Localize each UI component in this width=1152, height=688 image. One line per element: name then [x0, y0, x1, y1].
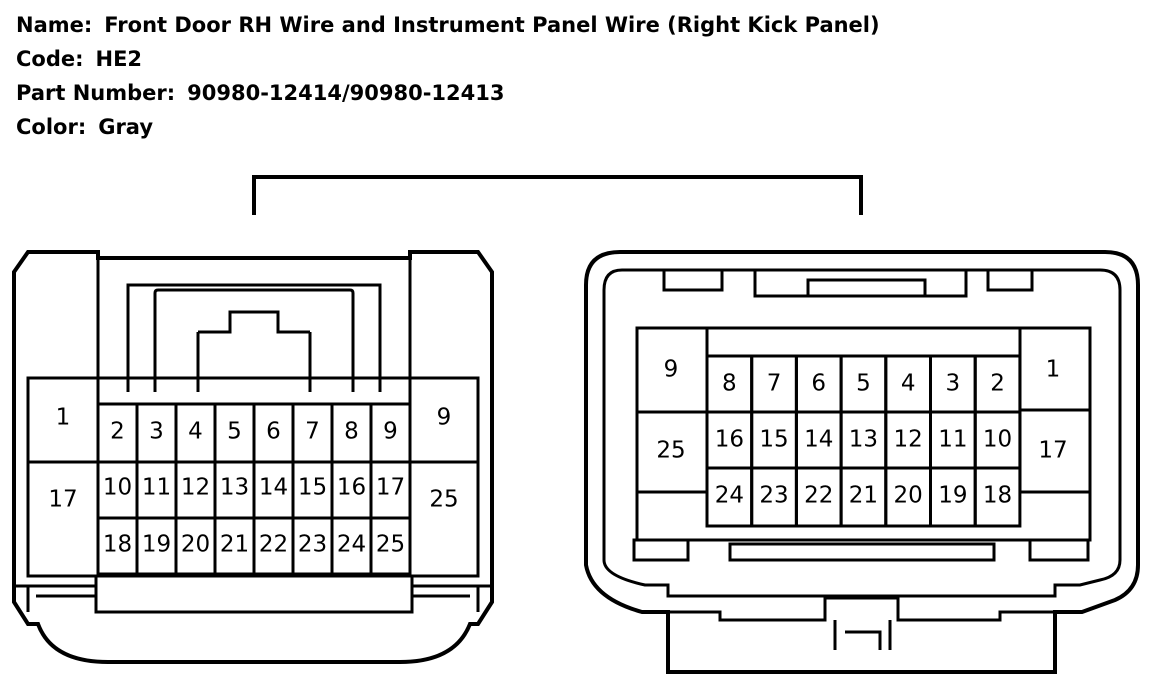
left-pin-label-9: 9 — [437, 405, 452, 431]
right-connector-top-latch — [753, 270, 968, 298]
name-row: Name: Front Door RH Wire and Instrument P… — [16, 8, 880, 42]
right-pin-label-21: 21 — [849, 483, 878, 509]
left-pin-label-20: 20 — [181, 532, 210, 558]
right-pin-label-12: 12 — [894, 427, 923, 453]
left-pin-label-24: 24 — [337, 532, 366, 558]
left-pin-label-18: 18 — [103, 532, 132, 558]
right-pin-label-3: 3 — [946, 371, 961, 397]
left-connector — [12, 250, 494, 664]
left-pin-label-1: 1 — [56, 405, 71, 431]
color-value: Gray — [98, 115, 154, 139]
right-connector-release-tab — [668, 596, 1055, 650]
left-pin-label-4: 4 — [188, 419, 203, 445]
left-connector-lock-arch — [28, 258, 478, 380]
left-pin-label-11: 11 — [142, 475, 171, 501]
part-number-label: Part Number: — [16, 81, 176, 105]
left-pin-label-25: 25 — [429, 487, 458, 513]
code-value: HE2 — [95, 47, 143, 71]
left-pin-label-8: 8 — [344, 419, 359, 445]
right-bottom-slot-left — [632, 538, 690, 562]
left-pin-label-3: 3 — [149, 419, 164, 445]
right-connector — [584, 250, 1140, 674]
left-pin-label-19: 19 — [142, 532, 171, 558]
connector-info: Name: Front Door RH Wire and Instrument P… — [16, 8, 880, 144]
right-bottom-slot-center — [728, 542, 996, 562]
left-pin-label-9: 9 — [383, 419, 398, 445]
mating-bracket — [252, 175, 863, 215]
left-pin-label-13: 13 — [220, 475, 249, 501]
right-pin-label-22: 22 — [804, 483, 833, 509]
left-pin-label-2: 2 — [110, 419, 125, 445]
part-number-row: Part Number: 90980-12414/90980-12413 — [16, 76, 880, 110]
right-pin-label-2: 2 — [990, 371, 1005, 397]
left-pin-grid — [26, 376, 480, 578]
right-pin-label-1: 1 — [1046, 357, 1061, 383]
left-pin-label-21: 21 — [220, 532, 249, 558]
right-pin-grid — [635, 326, 1092, 528]
right-connector-inner-wall — [602, 268, 1122, 598]
right-pin-label-24: 24 — [715, 483, 744, 509]
left-pin-label-14: 14 — [259, 475, 288, 501]
code-label: Code: — [16, 47, 84, 71]
part-number-value: 90980-12414/90980-12413 — [187, 81, 505, 105]
right-pin-label-6: 6 — [811, 371, 826, 397]
right-bottom-slot-right — [1028, 538, 1090, 562]
left-connector-lock-lever — [126, 283, 382, 392]
right-pin-label-25: 25 — [656, 438, 685, 464]
left-pin-label-6: 6 — [266, 419, 281, 445]
left-pin-label-22: 22 — [259, 532, 288, 558]
left-connector-lock-tab — [196, 310, 312, 392]
left-pin-label-10: 10 — [103, 475, 132, 501]
right-top-slot-left — [662, 268, 724, 292]
right-top-slot-right — [986, 268, 1034, 292]
right-pin-label-18: 18 — [983, 483, 1012, 509]
left-connector-base — [14, 576, 492, 614]
name-value: Front Door RH Wire and Instrument Panel … — [104, 13, 880, 37]
right-pin-label-5: 5 — [856, 371, 871, 397]
right-pin-label-7: 7 — [767, 371, 782, 397]
right-pin-label-4: 4 — [901, 371, 916, 397]
right-pin-label-9: 9 — [664, 357, 679, 383]
pin-labels: 1179252101831119412205132161422715238162… — [48, 357, 1067, 558]
left-pin-label-15: 15 — [298, 475, 327, 501]
code-row: Code: HE2 — [16, 42, 880, 76]
left-pin-label-16: 16 — [337, 475, 366, 501]
left-cavity-25 — [408, 460, 480, 578]
color-row: Color: Gray — [16, 110, 880, 144]
left-pin-label-17: 17 — [48, 487, 77, 513]
left-connector-housing — [12, 250, 494, 664]
right-pin-label-19: 19 — [938, 483, 967, 509]
color-label: Color: — [16, 115, 87, 139]
right-pin-label-10: 10 — [983, 427, 1012, 453]
right-pin-label-13: 13 — [849, 427, 878, 453]
left-cavity-17 — [26, 460, 100, 578]
right-pin-label-14: 14 — [804, 427, 833, 453]
left-pin-label-5: 5 — [227, 419, 242, 445]
right-pin-label-8: 8 — [722, 371, 737, 397]
right-connector-housing — [584, 250, 1140, 674]
right-pin-label-23: 23 — [759, 483, 788, 509]
left-pin-label-12: 12 — [181, 475, 210, 501]
right-pin-label-16: 16 — [715, 427, 744, 453]
right-pin-label-11: 11 — [938, 427, 967, 453]
right-pin-label-20: 20 — [894, 483, 923, 509]
left-pin-label-23: 23 — [298, 532, 327, 558]
right-cavity-18 — [973, 466, 1022, 528]
left-cavity-25 — [369, 516, 412, 576]
left-pin-label-25: 25 — [376, 532, 405, 558]
right-pin-label-15: 15 — [759, 427, 788, 453]
left-pin-label-17: 17 — [376, 475, 405, 501]
name-label: Name: — [16, 13, 93, 37]
right-pin-label-17: 17 — [1038, 438, 1067, 464]
left-pin-label-7: 7 — [305, 419, 320, 445]
